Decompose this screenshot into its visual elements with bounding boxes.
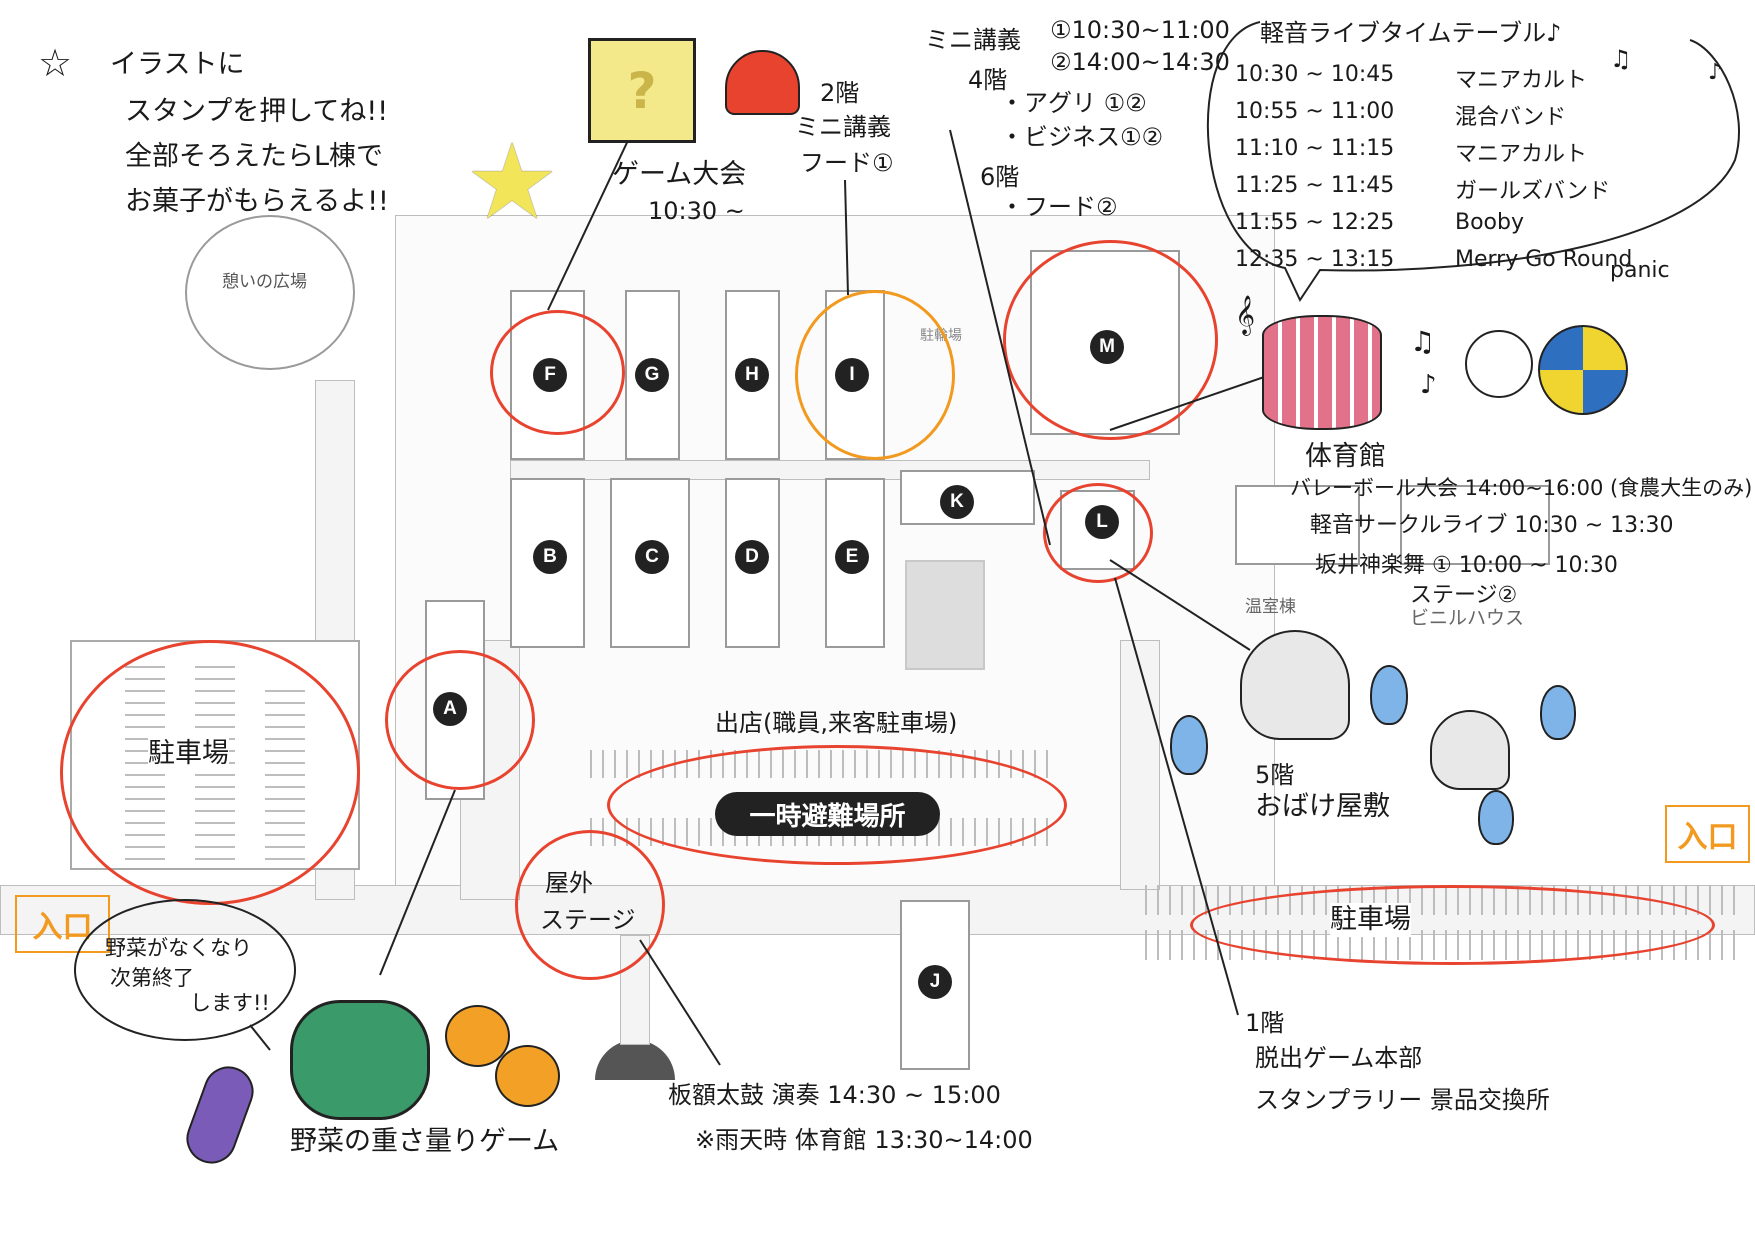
ghost-large-illustration (1240, 630, 1350, 740)
blue-flame-icon-2 (1170, 715, 1208, 775)
outdoor-stage-line1: 屋外 (545, 869, 593, 897)
marker-building-C[interactable]: C (635, 540, 669, 574)
mini-lecture-floor4: 4階 (968, 66, 1008, 94)
mini-lecture-business: ・ビジネス①② (1000, 123, 1164, 151)
pumpkin-illustration (290, 1000, 430, 1120)
circle-outdoor-stage (515, 830, 665, 980)
haunted-house-floor: 5階 (1255, 761, 1295, 789)
mini-lecture-time1: ①10:30~11:00 (1050, 16, 1230, 44)
circle-building-L (1043, 483, 1153, 583)
blue-flame-icon-4 (1478, 790, 1514, 845)
marker-building-G[interactable]: G (635, 358, 669, 392)
vegetable-bubble-line2: 次第終了 (110, 966, 194, 990)
circle-parking-right (1190, 885, 1715, 965)
mushroom-illustration (725, 50, 800, 115)
music-clef-icon: 𝄞 (1235, 295, 1256, 335)
gym-volleyball: バレーボール大会 14:00~16:00 (食農大生のみ) (1290, 476, 1753, 500)
building-cross-complex (905, 560, 985, 670)
circle-building-A (385, 650, 535, 790)
vegetable-bubble-line3: します!! (190, 991, 270, 1015)
mini-lecture-time2: ②14:00~14:30 (1050, 48, 1230, 76)
plaza-circle (185, 215, 355, 370)
stamp-notice-line4: お菓子がもらえるよ!! (125, 186, 389, 217)
floor1-note-line1: 1階 (1245, 1009, 1285, 1037)
volleyball-color-illustration (1538, 325, 1628, 415)
plaza-label: 憩いの広場 (222, 272, 307, 292)
gym-stage: ステージ② (1410, 583, 1518, 608)
music-note-icon: ♫ (1610, 45, 1632, 73)
vinyl-house-label: ビニルハウス (1410, 607, 1525, 629)
gym-kagura: 坂井神楽舞 ① 10:00 ~ 10:30 (1315, 553, 1618, 578)
vegetable-bubble-line1: 野菜がなくなり (105, 936, 252, 960)
floor2-note-line3: フード① (800, 149, 894, 177)
timetable-title: 軽音ライブタイムテーブル♪ (1260, 19, 1562, 47)
gym-live: 軽音サークルライブ 10:30 ~ 13:30 (1310, 513, 1674, 538)
taiko-line1: 板額太鼓 演奏 14:30 ~ 15:00 (668, 1081, 1001, 1109)
vegetable-game-label: 野菜の重さ量りゲーム (290, 1126, 560, 1157)
orange-illustration-1 (445, 1005, 510, 1067)
volleyball-white-illustration (1465, 330, 1533, 398)
floor1-note-line2: 脱出ゲーム本部 (1255, 1044, 1423, 1072)
stamp-notice-line2: スタンプを押してね!! (125, 96, 389, 127)
greenhouse-label: 温室棟 (1245, 597, 1296, 617)
star-illustration: ★ (465, 121, 560, 243)
mini-lecture-food: ・フード② (1000, 193, 1118, 221)
stamp-notice-line1: イラストに (110, 49, 245, 80)
gym-title: 体育館 (1305, 441, 1386, 472)
stamp-star-icon: ☆ (38, 41, 73, 85)
entrance-right: 入口 (1665, 805, 1750, 863)
taiko-line2: ※雨天時 体育館 13:30~14:00 (695, 1126, 1033, 1154)
haunted-house-name: おばけ屋敷 (1255, 791, 1390, 822)
blue-flame-icon-3 (1540, 685, 1576, 740)
greenhouse-block (1235, 485, 1360, 565)
orange-illustration-2 (495, 1045, 560, 1107)
floor2-note-line2: ミニ講義 (795, 113, 891, 141)
game-tournament-title: ゲーム大会 (612, 159, 747, 190)
floor1-note-line3: スタンプラリー 景品交換所 (1255, 1086, 1550, 1114)
music-note-icon-2: ♪ (1708, 60, 1723, 85)
drum-illustration (1262, 315, 1382, 430)
ghost-small-illustration (1430, 710, 1510, 790)
mini-lecture-floor6: 6階 (980, 163, 1020, 191)
marker-building-B[interactable]: B (533, 540, 567, 574)
marker-building-E[interactable]: E (835, 540, 869, 574)
stamp-notice-line3: 全部そろえたらL棟で (125, 141, 384, 172)
vinyl-house-block (1400, 485, 1550, 565)
outdoor-stage-line2: ステージ (540, 906, 636, 934)
question-block-illustration: ? (588, 38, 696, 143)
game-tournament-time: 10:30 ~ (648, 197, 745, 225)
music-note-icon-4: ♪ (1420, 370, 1437, 400)
entrance-left: 入口 (15, 895, 110, 953)
timetable-band-cont: panic (1610, 258, 1670, 283)
marker-building-K[interactable]: K (940, 485, 974, 519)
circle-building-F (490, 310, 625, 435)
blue-flame-icon-1 (1370, 665, 1408, 725)
marker-building-H[interactable]: H (735, 358, 769, 392)
road-right (1120, 640, 1160, 890)
circle-building-I (795, 290, 955, 460)
music-note-icon-3: ♫ (1410, 325, 1436, 358)
mini-lecture-title: ミニ講義 (925, 26, 1021, 54)
circle-evacuation (607, 745, 1067, 865)
shops-note: 出店(職員,来客駐車場) (715, 709, 958, 737)
marker-building-D[interactable]: D (735, 540, 769, 574)
circle-building-M (1003, 240, 1218, 440)
marker-building-J[interactable]: J (918, 965, 952, 999)
floor2-note-line1: 2階 (820, 79, 860, 107)
mini-lecture-agri: ・アグリ ①② (1000, 89, 1147, 117)
circle-parking-left (60, 640, 360, 905)
